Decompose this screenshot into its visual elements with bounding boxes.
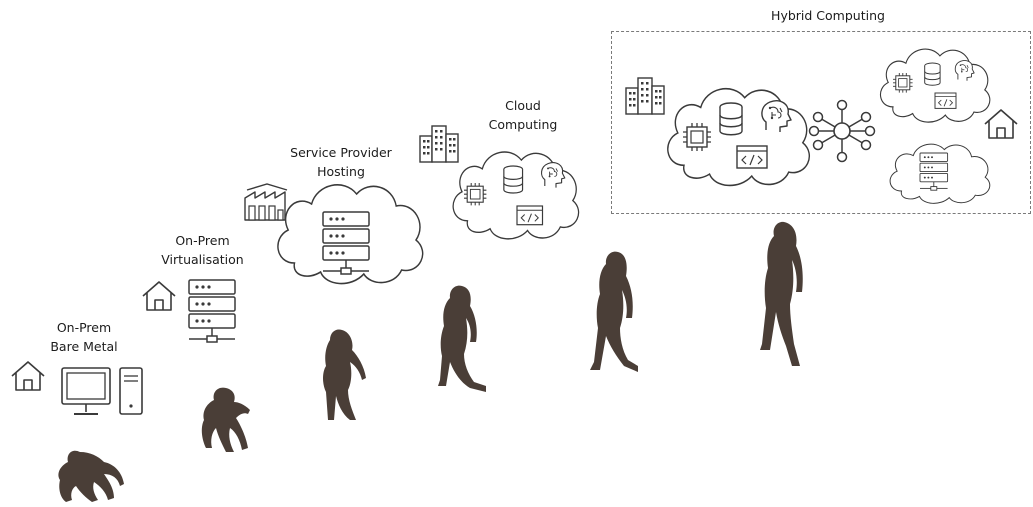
desktop-computer-icon xyxy=(61,367,143,415)
house-icon xyxy=(142,281,176,311)
label-line: Virtualisation xyxy=(161,252,244,267)
hominid-silhouette-icon xyxy=(58,450,124,502)
server-rack-icon xyxy=(188,279,236,343)
stage-label-virtualisation: On-Prem Virtualisation xyxy=(150,231,255,269)
database-icon xyxy=(924,62,941,86)
house-icon xyxy=(984,109,1018,139)
stage-label-hybrid: Hybrid Computing xyxy=(748,6,908,25)
house-icon xyxy=(11,361,45,391)
code-window-icon xyxy=(516,205,544,226)
cpu-chip-icon xyxy=(463,182,487,206)
office-buildings-icon xyxy=(625,77,665,115)
factory-icon xyxy=(244,183,288,221)
database-icon xyxy=(719,102,743,136)
hominid-silhouette-icon xyxy=(323,329,366,420)
stage-label-bare-metal: On-Prem Bare Metal xyxy=(44,318,124,356)
network-hub-icon xyxy=(808,99,876,163)
stage-label-cloud: Cloud Computing xyxy=(478,96,568,134)
hominid-silhouette-icon xyxy=(201,387,250,452)
hominid-silhouette-icon xyxy=(760,221,803,366)
hominid-silhouette-icon xyxy=(590,251,638,372)
label-line: On-Prem xyxy=(175,233,230,248)
label-line: On-Prem xyxy=(56,320,112,335)
hominid-silhouette-icon xyxy=(438,285,486,392)
hybrid-computing-boundary xyxy=(611,31,1031,214)
label-line: Hybrid Computing xyxy=(771,8,885,23)
code-window-icon xyxy=(736,145,768,169)
label-line: Cloud xyxy=(505,98,541,113)
cpu-chip-icon xyxy=(892,72,914,94)
code-window-icon xyxy=(934,92,957,109)
office-buildings-icon xyxy=(419,125,459,163)
database-icon xyxy=(503,165,524,194)
label-line: Bare Metal xyxy=(50,339,118,354)
label-line: Hosting xyxy=(317,164,365,179)
label-line: Computing xyxy=(488,117,558,132)
stage-label-hosting: Service Provider Hosting xyxy=(280,143,402,181)
label-line: Service Provider xyxy=(290,145,392,160)
cpu-chip-icon xyxy=(682,122,712,152)
